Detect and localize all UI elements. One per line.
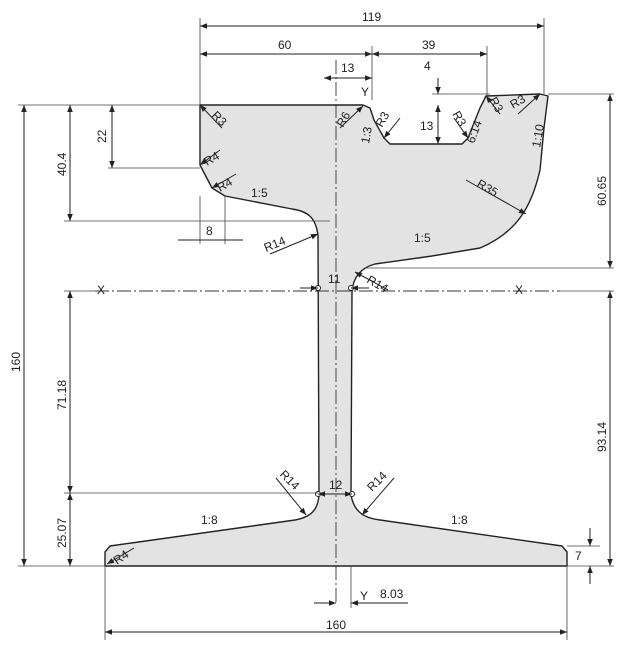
dim-head-left-width: 60 [278,38,292,52]
radius-label-lip: R4 [215,175,236,195]
slope-label-foot-left: 1:8 [201,513,218,527]
slope-label-foot-right: 1:8 [451,513,468,527]
y-axis-label-top: Y [361,85,369,99]
x-axis-label-left: X [97,283,105,297]
dim-height-above-x: 93.14 [595,422,609,452]
slope-label-groove-left: 1:3 [358,125,375,144]
radius-label-head-top-right: R3 [508,92,529,112]
dim-overall-width: 119 [362,10,381,24]
dim-head-depth-underside: 40.4 [55,152,69,176]
slope-label-head-side: 1:10 [529,123,547,149]
dim-foot-edge: 7 [575,549,582,563]
dim-height-below-x: 71.18 [55,380,69,410]
y-axis-label-bottom: Y [360,589,368,603]
dim-web-offset: 13 [341,61,355,75]
dim-lip-width: 8 [206,224,213,238]
dim-overall-height: 160 [9,352,23,372]
x-axis-label-right: X [515,283,523,297]
radius-label-head-fillet-left: R14 [262,233,288,254]
radius-label-foot-fillet-left: R14 [277,467,303,493]
radius-label-head-top-web: R6 [333,109,353,130]
slope-label-head-right: 1:5 [414,231,431,245]
slope-label-head-left: 1:5 [251,186,268,200]
radius-label-head-side: R4 [202,149,223,169]
dim-top-step: 4 [424,59,431,73]
dim-web-lower-thickness: 12 [329,478,343,492]
radius-label-head-fillet-right: R14 [365,272,391,295]
radius-label-groove-left: R3 [372,109,392,130]
dim-head-left-depth: 22 [95,129,109,143]
dim-head-right-width: 39 [422,38,436,52]
dim-web-upper-thickness: 11 [328,272,341,286]
radius-label-foot-fillet-right: R14 [364,468,390,494]
dim-foot-width: 160 [326,618,346,632]
dim-y-offset: 8.03 [380,587,404,601]
radius-label-groove-right: R3 [449,109,469,130]
radius-label-flange-top: R3 [486,95,506,116]
dim-groove-depth: 13 [420,119,434,133]
dim-foot-height: 25.07 [55,518,69,548]
dim-head-right-height: 60.65 [595,176,609,206]
